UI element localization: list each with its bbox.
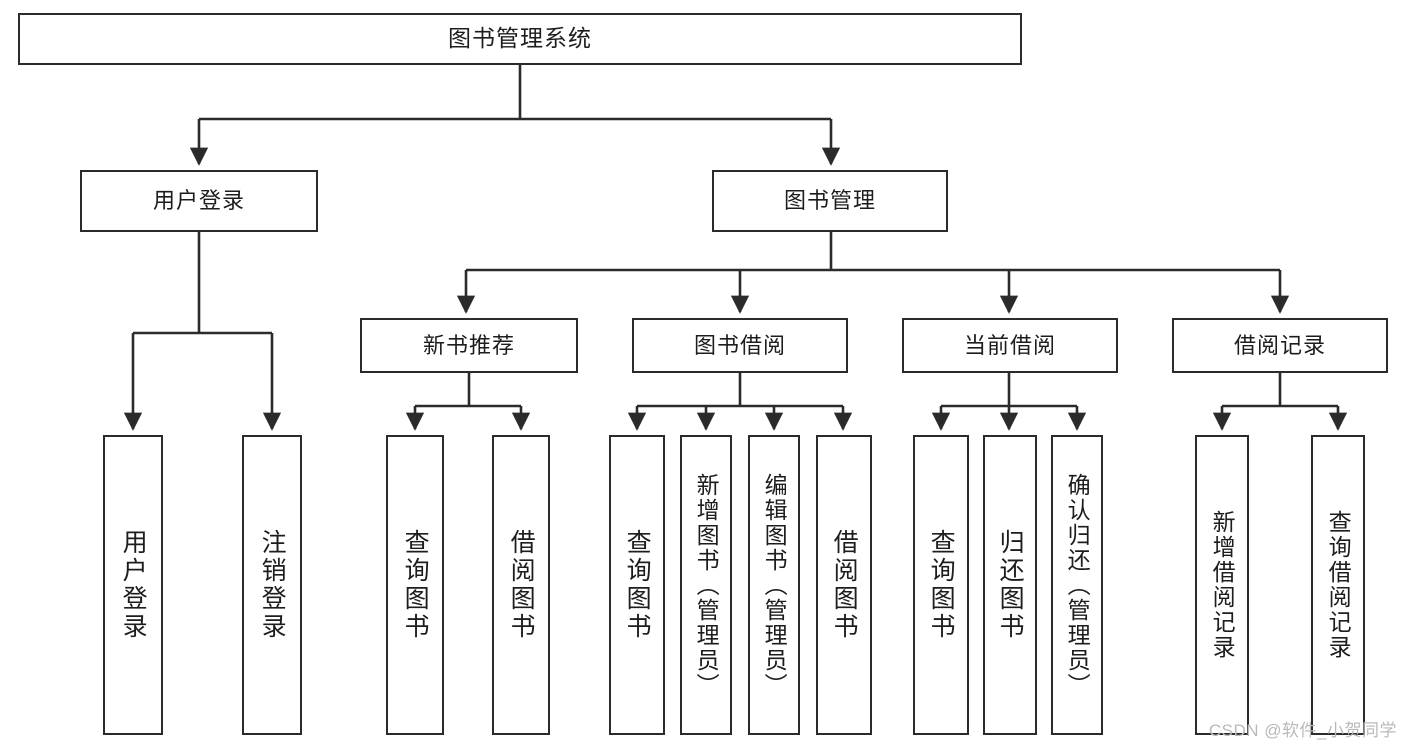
leaf-current-borrow-query-books[interactable]: 查询图书 — [913, 435, 969, 735]
node-label: 当前借阅 — [963, 332, 1056, 358]
leaf-book-borrow-edit-book-admin[interactable]: 编辑图书（管理员） — [748, 435, 800, 735]
node-label: 归还图书 — [996, 529, 1025, 641]
leaf-user-login-login[interactable]: 用户登录 — [103, 435, 163, 735]
node-label: 图书借阅 — [693, 332, 786, 358]
node-label: 编辑图书（管理员） — [761, 472, 788, 698]
node-book-borrow[interactable]: 图书借阅 — [632, 318, 848, 373]
leaf-current-borrow-return-books[interactable]: 归还图书 — [983, 435, 1037, 735]
leaf-book-borrow-add-book-admin[interactable]: 新增图书（管理员） — [680, 435, 732, 735]
node-label: 查询图书 — [927, 529, 956, 641]
leaf-borrow-records-query-record[interactable]: 查询借阅记录 — [1311, 435, 1365, 735]
node-root-book-management-system[interactable]: 图书管理系统 — [18, 13, 1022, 65]
node-label: 查询图书 — [401, 529, 430, 641]
csdn-watermark: CSDN @软件_小贺同学 — [1208, 721, 1397, 740]
node-label: 新书推荐 — [422, 332, 515, 358]
node-label: 借阅记录 — [1233, 332, 1326, 358]
leaf-user-login-logout[interactable]: 注销登录 — [242, 435, 302, 735]
node-label: 借阅图书 — [507, 529, 536, 641]
node-new-book-recommendation[interactable]: 新书推荐 — [360, 318, 578, 373]
node-label: 图书管理系统 — [448, 25, 592, 52]
leaf-borrow-records-add-record[interactable]: 新增借阅记录 — [1195, 435, 1249, 735]
node-current-borrow[interactable]: 当前借阅 — [902, 318, 1118, 373]
leaf-book-borrow-query-books[interactable]: 查询图书 — [609, 435, 665, 735]
node-label: 用户登录 — [119, 529, 148, 641]
node-label: 注销登录 — [258, 529, 287, 641]
node-label: 借阅图书 — [830, 529, 859, 641]
node-label: 查询图书 — [623, 529, 652, 641]
node-label: 查询借阅记录 — [1325, 510, 1352, 660]
leaf-book-borrow-borrow-books[interactable]: 借阅图书 — [816, 435, 872, 735]
node-label: 新增借阅记录 — [1209, 510, 1236, 660]
node-label: 用户登录 — [152, 188, 245, 214]
node-user-login[interactable]: 用户登录 — [80, 170, 318, 232]
node-borrow-records[interactable]: 借阅记录 — [1172, 318, 1388, 373]
leaf-new-book-query-books[interactable]: 查询图书 — [386, 435, 444, 735]
node-label: 确认归还（管理员） — [1064, 472, 1091, 698]
node-label: 新增图书（管理员） — [693, 472, 720, 698]
node-book-management[interactable]: 图书管理 — [712, 170, 948, 232]
leaf-new-book-borrow-books[interactable]: 借阅图书 — [492, 435, 550, 735]
node-label: 图书管理 — [783, 188, 876, 214]
leaf-current-borrow-confirm-return-admin[interactable]: 确认归还（管理员） — [1051, 435, 1103, 735]
